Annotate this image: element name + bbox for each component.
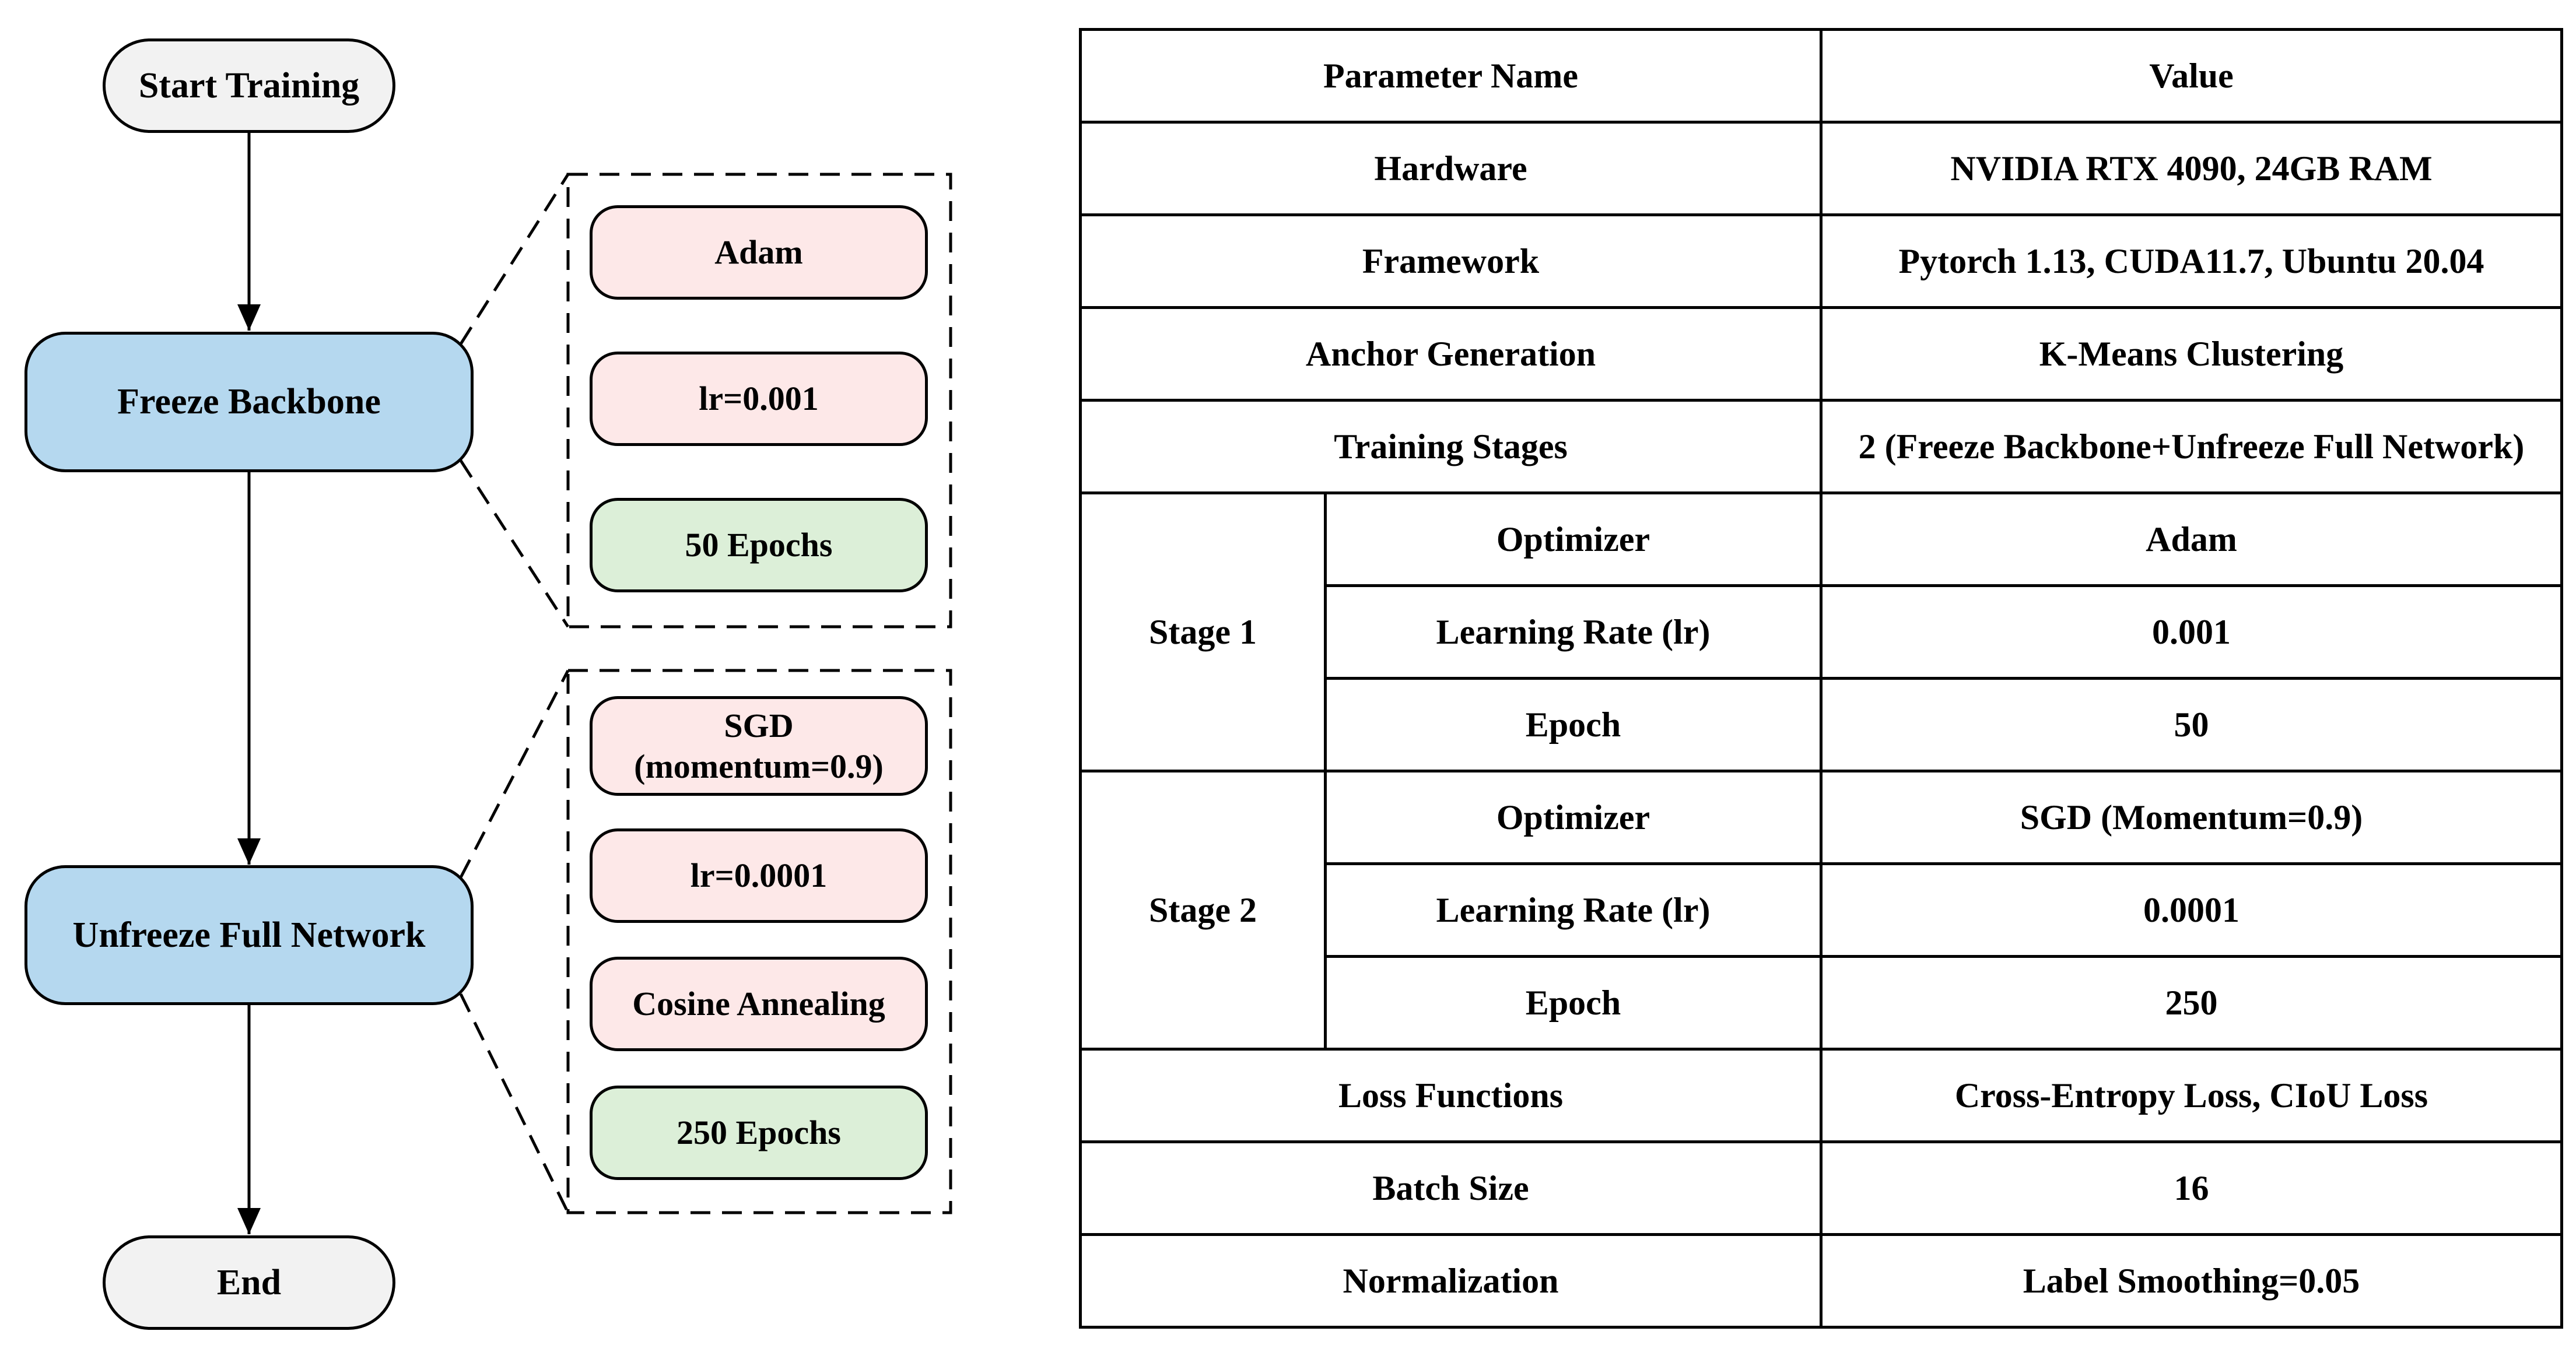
stage2-epochs-box: 250 Epochs	[590, 1086, 928, 1180]
start-training-node: Start Training	[103, 38, 395, 133]
table-row: Training Stages 2 (Freeze Backbone+Unfre…	[1079, 399, 2563, 494]
table-row: Stage 1 Optimizer Adam	[1079, 491, 2563, 772]
header-value: Value	[1820, 28, 2563, 124]
stage2-optimizer-momentum: (momentum=0.9)	[634, 747, 884, 785]
table-row: Loss Functions Cross-Entropy Loss, CIoU …	[1079, 1048, 2563, 1143]
stage1-epochs-box: 50 Epochs	[590, 498, 928, 592]
table-row: Normalization Label Smoothing=0.05	[1079, 1233, 2563, 1329]
stage1-zoom-line-bottom	[459, 459, 570, 628]
stage1-lr-box: lr=0.001	[590, 352, 928, 446]
stage2-optimizer-box: SGD (momentum=0.9)	[590, 696, 928, 796]
table-header-row: Parameter Name Value	[1079, 28, 2563, 124]
stage-label-cell: Stage 2	[1079, 770, 1327, 1051]
param-value-cell: NVIDIA RTX 4090, 24GB RAM	[1820, 121, 2563, 216]
table-row: Hardware NVIDIA RTX 4090, 24GB RAM	[1079, 121, 2563, 216]
param-value-cell: Pytorch 1.13, CUDA11.7, Ubuntu 20.04	[1820, 213, 2563, 309]
param-name-cell: Batch Size	[1079, 1140, 1823, 1236]
param-name-cell: Framework	[1079, 213, 1823, 309]
param-value-cell: Cross-Entropy Loss, CIoU Loss	[1820, 1048, 2563, 1143]
unfreeze-full-network-node: Unfreeze Full Network	[24, 865, 474, 1005]
stage2-zoom-line-bottom	[459, 993, 570, 1214]
param-value-cell: 0.0001	[1820, 862, 2563, 958]
param-value-cell: 250	[1820, 955, 2563, 1051]
param-value-cell: Label Smoothing=0.05	[1820, 1233, 2563, 1329]
stage-label-cell: Stage 1	[1079, 491, 1327, 772]
training-parameters-table: Parameter Name Value Hardware NVIDIA RTX…	[1079, 28, 2563, 1329]
flowchart-connectors	[237, 132, 952, 1234]
param-name-cell: Hardware	[1079, 121, 1823, 216]
param-value-cell: SGD (Momentum=0.9)	[1820, 770, 2563, 865]
param-name-cell: Learning Rate (lr)	[1324, 584, 1823, 680]
stage2-optimizer-name: SGD	[724, 706, 794, 745]
end-node: End	[103, 1235, 395, 1330]
stage2-lr-box: lr=0.0001	[590, 828, 928, 923]
stage1-detail-box	[566, 173, 952, 628]
param-name-cell: Anchor Generation	[1079, 306, 1823, 402]
table-row: Anchor Generation K-Means Clustering	[1079, 306, 2563, 402]
stage2-detail-box	[566, 669, 952, 1214]
stage2-zoom-line-top	[459, 669, 570, 879]
param-name-cell: Epoch	[1324, 955, 1823, 1051]
table-row: Epoch 50	[1081, 677, 2563, 772]
param-value-cell: 2 (Freeze Backbone+Unfreeze Full Network…	[1820, 399, 2563, 494]
stage1-zoom-line-top	[459, 173, 570, 345]
param-value-cell: 16	[1820, 1140, 2563, 1236]
param-name-cell: Normalization	[1079, 1233, 1823, 1329]
table-row: Learning Rate (lr) 0.0001	[1081, 862, 2563, 958]
param-value-cell: Adam	[1820, 491, 2563, 587]
param-name-cell: Epoch	[1324, 677, 1823, 772]
param-value-cell: 50	[1820, 677, 2563, 772]
table-row: Stage 2 Optimizer SGD (Momentum=0.9)	[1079, 770, 2563, 1051]
param-name-cell: Optimizer	[1324, 770, 1823, 865]
param-name-cell: Optimizer	[1324, 491, 1823, 587]
freeze-backbone-node: Freeze Backbone	[24, 332, 474, 472]
stage2-schedule-box: Cosine Annealing	[590, 957, 928, 1051]
table-row: Framework Pytorch 1.13, CUDA11.7, Ubuntu…	[1079, 213, 2563, 309]
stage1-optimizer-box: Adam	[590, 205, 928, 300]
param-value-cell: K-Means Clustering	[1820, 306, 2563, 402]
table-row: Learning Rate (lr) 0.001	[1081, 584, 2563, 680]
table-row: Batch Size 16	[1079, 1140, 2563, 1236]
param-value-cell: 0.001	[1820, 584, 2563, 680]
header-parameter-name: Parameter Name	[1079, 28, 1823, 124]
param-name-cell: Loss Functions	[1079, 1048, 1823, 1143]
table-row: Epoch 250	[1081, 955, 2563, 1051]
param-name-cell: Learning Rate (lr)	[1324, 862, 1823, 958]
param-name-cell: Training Stages	[1079, 399, 1823, 494]
